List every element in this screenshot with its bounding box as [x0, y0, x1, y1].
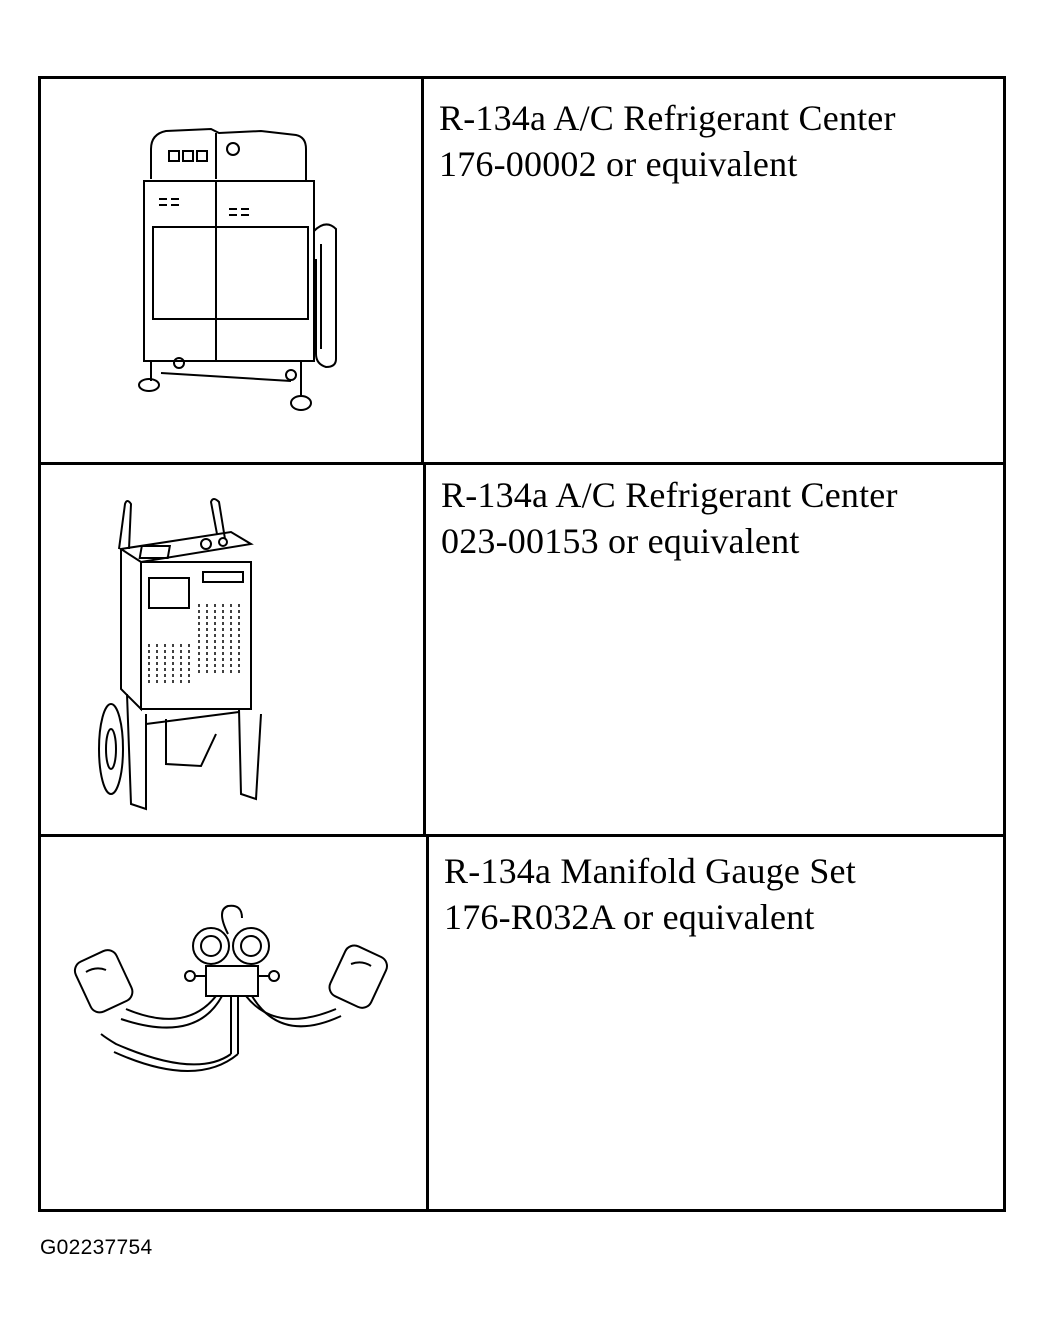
tool-part-number: 176-00002 or equivalent: [439, 144, 798, 184]
tool-part-number: 176-R032A or equivalent: [444, 897, 815, 937]
column-divider: [421, 79, 424, 465]
tool-name: R-134a Manifold Gauge Set: [444, 851, 856, 891]
refrigerant-center-cart-icon: [91, 494, 321, 814]
column-divider: [426, 834, 429, 1212]
figure-id: G02237754: [40, 1236, 153, 1259]
refrigerant-center-cabinet-icon: [111, 119, 351, 419]
row-divider: [41, 462, 1003, 465]
row-divider: [41, 834, 1003, 837]
column-divider: [423, 462, 426, 837]
tool-table: R-134a A/C Refrigerant Center 176-00002 …: [38, 76, 1006, 1212]
tool-name: R-134a A/C Refrigerant Center: [441, 475, 898, 515]
manifold-gauge-set-icon: [66, 904, 406, 1104]
tool-part-number: 023-00153 or equivalent: [441, 521, 800, 561]
tool-name: R-134a A/C Refrigerant Center: [439, 98, 896, 138]
